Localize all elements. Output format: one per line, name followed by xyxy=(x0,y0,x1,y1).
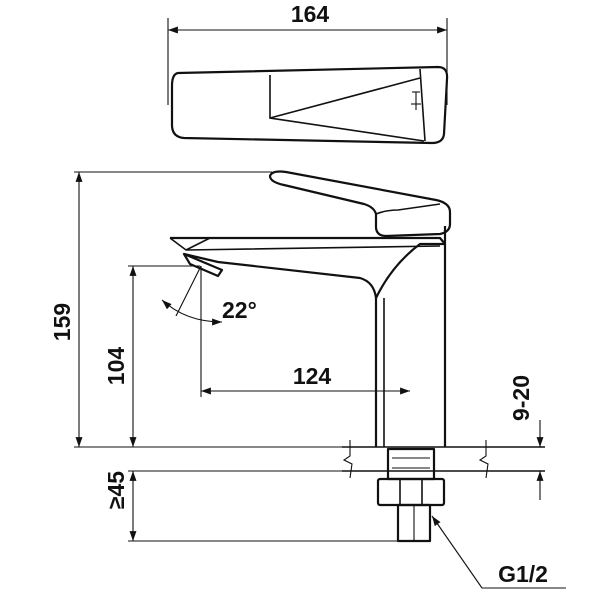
handle-top-inner-face xyxy=(269,68,426,142)
side-view: 159 104 124 22° xyxy=(49,170,566,589)
handle-top-outline xyxy=(170,65,449,145)
deck xyxy=(342,440,545,479)
brand-logo-mark xyxy=(411,91,421,110)
angle-arc xyxy=(161,299,223,326)
angle-label: 22° xyxy=(222,297,257,323)
spout-top-surface xyxy=(169,237,441,251)
thread-label: G1/2 xyxy=(498,561,548,587)
top-length-label: 164 xyxy=(291,1,330,27)
aerator-tip xyxy=(182,252,224,278)
reach-label: 124 xyxy=(293,363,332,389)
break-mark-left xyxy=(342,440,353,479)
angle-leg xyxy=(175,265,202,317)
hex-nut xyxy=(376,477,446,507)
spout xyxy=(170,236,446,299)
total-height-label: 159 xyxy=(49,303,75,341)
deck-thickness-label: 9-20 xyxy=(508,375,534,421)
thread-leader-line xyxy=(431,515,483,589)
break-mark-right xyxy=(478,440,489,479)
threaded-stud xyxy=(386,447,436,481)
below-deck-label: ≥45 xyxy=(103,471,129,509)
spout-height-label: 104 xyxy=(103,347,129,386)
lever-handle-edge xyxy=(375,203,441,215)
top-view: 164 xyxy=(167,1,449,145)
mounting-fitting xyxy=(376,447,446,543)
faucet-body xyxy=(374,226,447,447)
lever-handle xyxy=(268,170,452,238)
